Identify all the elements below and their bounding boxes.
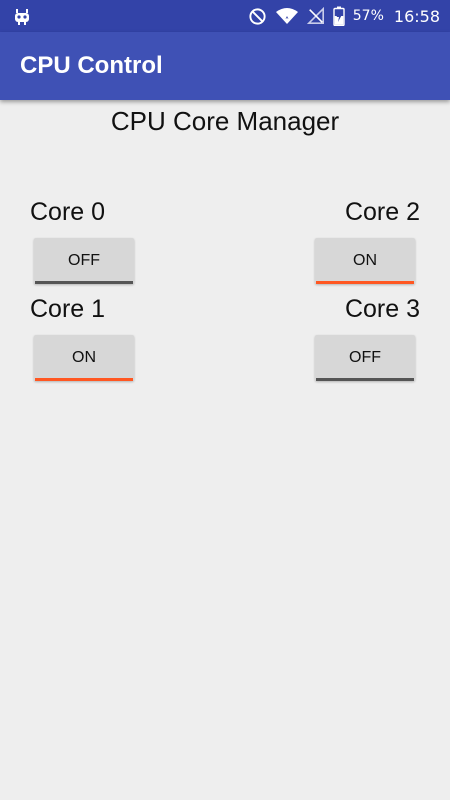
core-3-toggle-button[interactable]: OFF xyxy=(315,335,415,381)
core-manager-panel: CPU Core Manager Core 0 OFF Core 2 ON Co… xyxy=(0,100,450,800)
core-1-label: Core 1 xyxy=(30,295,106,323)
battery-percentage: 57% xyxy=(352,8,384,24)
app-title: CPU Control xyxy=(20,52,163,79)
core-3-label: Core 3 xyxy=(344,295,420,323)
core-0-label: Core 0 xyxy=(30,198,106,226)
screen-title: CPU Core Manager xyxy=(110,106,340,136)
android-icon xyxy=(15,9,29,25)
app-bar: CPU Control xyxy=(0,32,450,100)
core-1-toggle-button[interactable]: ON xyxy=(34,335,134,381)
no-signal-icon xyxy=(306,7,324,25)
wifi-icon xyxy=(275,8,298,24)
battery-charging-icon xyxy=(333,6,345,26)
do-not-disturb-icon xyxy=(249,7,266,25)
core-0-toggle-button[interactable]: OFF xyxy=(34,238,134,284)
status-bar: 57% 16:58 xyxy=(0,0,450,32)
clock-time: 16:58 xyxy=(393,6,440,26)
core-2-label: Core 2 xyxy=(344,198,420,226)
core-2-toggle-button[interactable]: ON xyxy=(315,238,415,284)
